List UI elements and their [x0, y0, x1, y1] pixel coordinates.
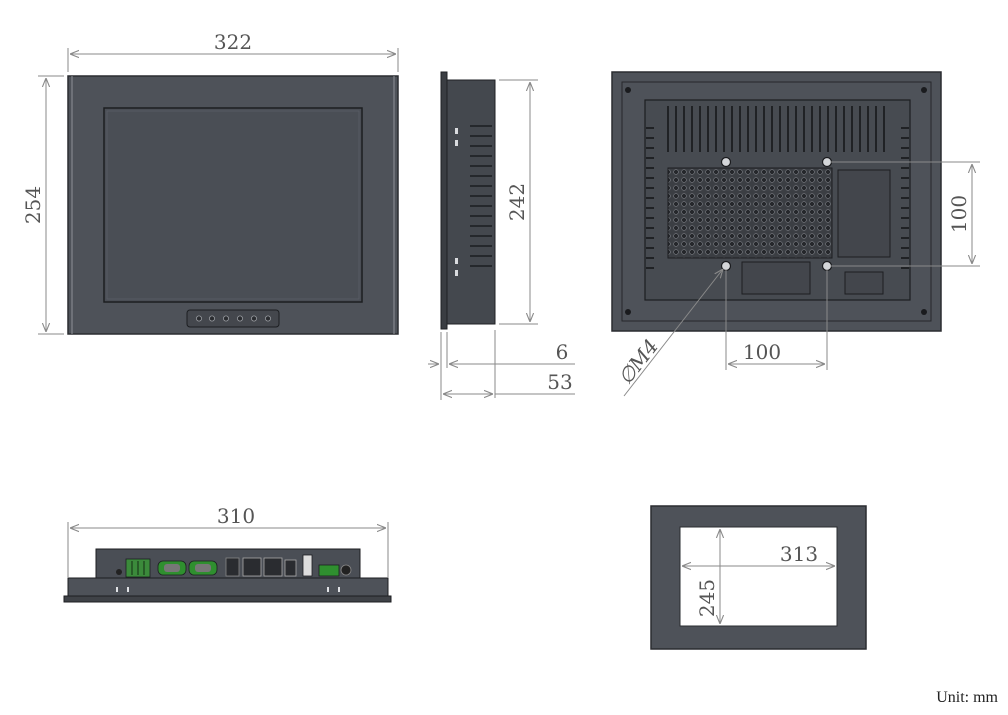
- back-fins: [646, 106, 909, 269]
- back-vesa-vertical-label: 100: [947, 195, 971, 233]
- cutout-view: 313 245: [650, 505, 867, 650]
- side-depth-label: 53: [547, 370, 572, 394]
- cutout-width-label: 313: [780, 542, 818, 566]
- front-height-label: 254: [21, 186, 45, 224]
- back-view: 100 100 ∅M4: [611, 71, 980, 397]
- back-vent-grid: [667, 167, 833, 259]
- back-vesa-horizontal-label: 100: [743, 340, 781, 364]
- side-body: [446, 79, 496, 325]
- side-bezel: [440, 71, 448, 330]
- bottom-width-label: 310: [217, 504, 255, 528]
- front-screen: [103, 107, 363, 303]
- back-label-plate: [837, 169, 891, 258]
- side-view: 242 6 53: [428, 71, 575, 400]
- front-button-strip: [186, 309, 280, 328]
- front-view: 322 254: [21, 30, 399, 335]
- side-fins: [470, 125, 492, 267]
- unit-label: Unit: mm: [936, 689, 998, 706]
- cutout-opening: [679, 526, 838, 627]
- cutout-height-label: 245: [695, 579, 719, 617]
- front-width-label: 322: [214, 30, 252, 54]
- back-screw-label: ∅M4: [613, 334, 663, 389]
- bottom-bezel: [63, 595, 392, 603]
- front-buttons: [195, 315, 271, 322]
- back-corner-screws: [625, 87, 927, 315]
- bottom-view: 310: [63, 504, 392, 603]
- io-ports: [116, 554, 352, 578]
- vesa-holes: [720, 156, 833, 272]
- side-thickness-label: 6: [556, 340, 569, 364]
- side-height-label: 242: [505, 183, 529, 221]
